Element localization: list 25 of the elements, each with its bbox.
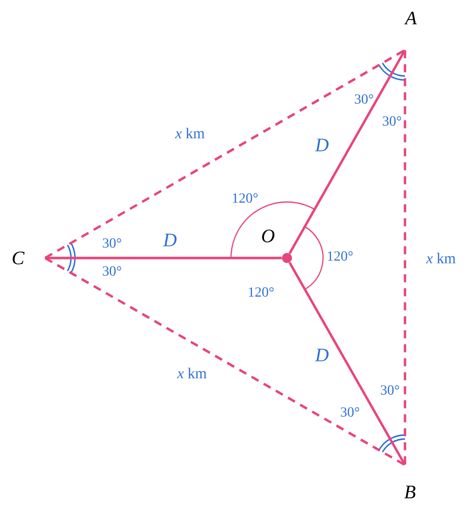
angle-label: 120° (232, 193, 258, 203)
angle-label: 30° (102, 238, 122, 248)
angle-label: 30° (102, 266, 122, 276)
point-label: A (404, 12, 417, 24)
line-segment (45, 256, 282, 260)
line-segment (44, 49, 406, 259)
angle-label: 120° (328, 251, 353, 261)
edge-label: D (162, 232, 178, 248)
edge-label: D (314, 348, 330, 362)
angle-label: 30° (340, 407, 360, 417)
angle-label: 30° (380, 385, 400, 395)
line-segment (288, 50, 406, 254)
edge-label: D (314, 138, 330, 152)
line-segment (288, 262, 406, 466)
point-label: O (262, 230, 274, 242)
line-segment (44, 257, 406, 466)
edge-label: x km (425, 252, 457, 264)
edge-label: x km (176, 366, 208, 380)
angle-label: 30° (354, 94, 374, 104)
point-label: C (12, 252, 24, 264)
edge-label: x km (174, 126, 206, 140)
angle-label: 120° (248, 287, 274, 297)
angle-label: 30° (382, 116, 402, 126)
line-segment (404, 50, 406, 465)
point-label: B (404, 486, 416, 498)
